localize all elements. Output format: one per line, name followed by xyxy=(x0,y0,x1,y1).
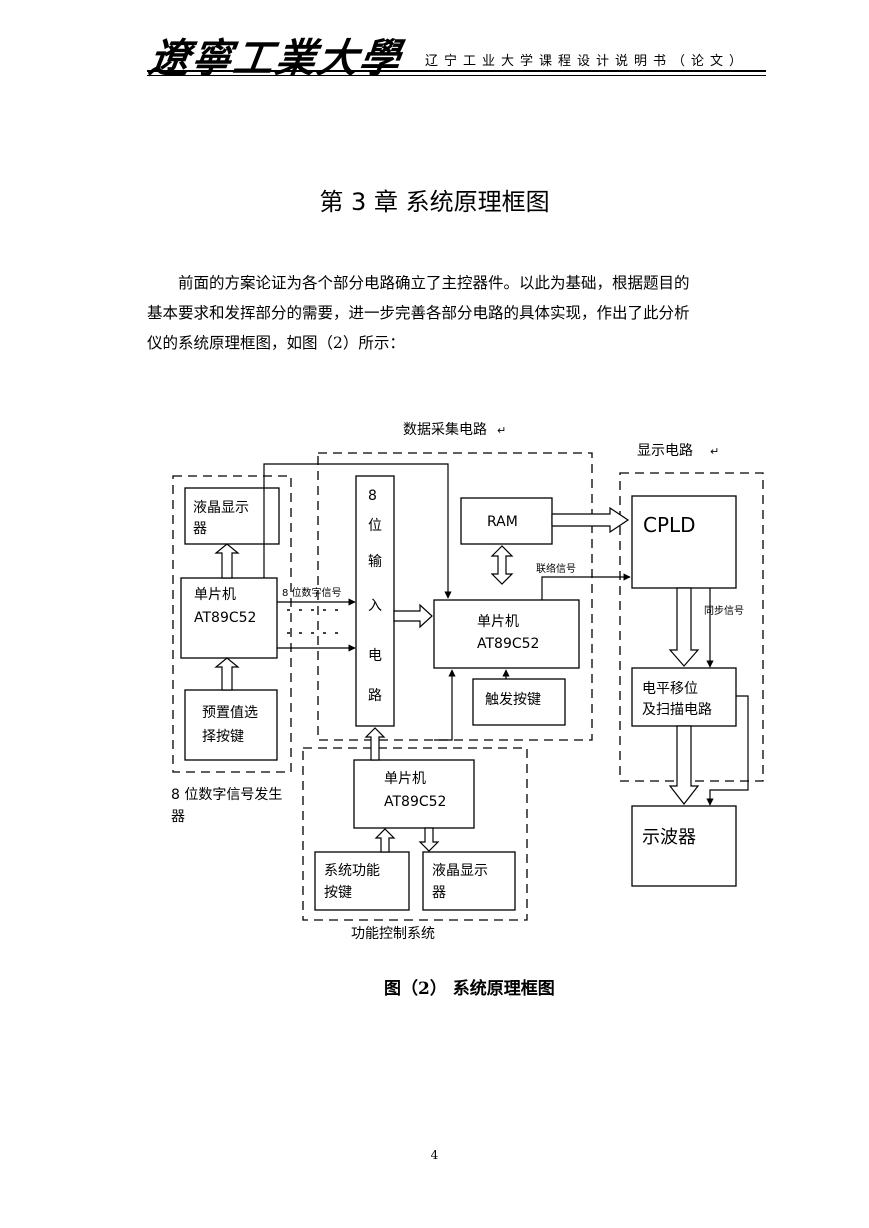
header-rule-thin xyxy=(147,75,766,76)
region-borders xyxy=(172,452,764,921)
para-mark: ↵ xyxy=(497,424,506,437)
text-lcd-bottom-2: 器 xyxy=(432,885,446,901)
block-func-keys xyxy=(314,851,410,911)
wide-arrows xyxy=(214,506,700,853)
block-trigger-key xyxy=(472,678,566,726)
blocks xyxy=(180,475,737,911)
body-line-2: 基本要求和发挥部分的需要，进一步完善各部分电路的具体实现，作出了此分析 xyxy=(147,304,690,322)
text-mcu-left-2: AT89C52 xyxy=(194,610,256,626)
bus-dots xyxy=(287,609,347,634)
input-char-3: 输 xyxy=(368,554,382,570)
block-input-circuit xyxy=(355,475,395,727)
input-char-4: 入 xyxy=(368,598,382,614)
label-sync-signal: 同步信号 xyxy=(704,605,744,617)
text-level-shift-2: 及扫描电路 xyxy=(642,702,712,718)
input-char-1: 8 xyxy=(368,488,377,504)
text-lcd-top-1: 液晶显示 xyxy=(193,500,249,516)
block-cpld xyxy=(631,495,737,589)
page-number: 4 xyxy=(430,1148,439,1162)
label-generator-2: 器 xyxy=(171,809,185,825)
body-line-3: 仪的系统原理框图，如图（2）所示： xyxy=(147,334,405,352)
header-rule-thick xyxy=(147,70,766,72)
label-link-signal: 联络信号 xyxy=(536,562,576,575)
block-oscilloscope xyxy=(631,805,737,887)
region-data-acq xyxy=(317,452,593,741)
label-display: 显示电路 xyxy=(637,443,693,459)
block-preset-keys xyxy=(184,689,278,761)
figure-caption: 图（2） 系统原理框图 xyxy=(384,979,555,999)
text-mcu-left-1: 单片机 xyxy=(194,587,236,603)
block-mcu-mid xyxy=(433,599,580,669)
label-control: 功能控制系统 xyxy=(351,926,435,942)
text-oscilloscope: 示波器 xyxy=(642,827,696,848)
text-func-keys-2: 按键 xyxy=(324,885,352,901)
region-generator xyxy=(172,475,292,773)
text-lcd-top-2: 器 xyxy=(193,521,207,537)
label-digital-8bit: 8 位数字信号 xyxy=(282,586,342,599)
text-preset-1: 预置值选 xyxy=(202,705,258,721)
text-mcu-bottom-1: 单片机 xyxy=(384,771,426,787)
text-mcu-mid-2: AT89C52 xyxy=(477,636,539,652)
label-generator-1: 8 位数字信号发生 xyxy=(171,787,282,803)
input-char-6: 路 xyxy=(368,688,382,704)
label-data-acq: 数据采集电路 xyxy=(403,421,487,438)
diagram-text: 数据采集电路 ↵ 显示电路 ↵ 液晶显示 器 单片机 AT89C52 预置值选 … xyxy=(171,421,744,942)
body-line-1: 前面的方案论证为各个部分电路确立了主控器件。以此为基础，根据题目的 xyxy=(178,274,690,292)
block-lcd-bottom xyxy=(422,851,516,911)
text-preset-2: 择按键 xyxy=(202,729,244,745)
block-lcd-top xyxy=(184,487,280,545)
text-ram: RAM xyxy=(487,514,518,530)
body-paragraph: 前面的方案论证为各个部分电路确立了主控器件。以此为基础，根据题目的 基本要求和发… xyxy=(147,268,767,358)
header-title: 辽宁工业大学课程设计说明书（论文） xyxy=(425,54,749,69)
text-cpld: CPLD xyxy=(643,513,696,537)
para-mark: ↵ xyxy=(710,445,719,458)
input-char-2: 位 xyxy=(368,518,382,534)
region-control xyxy=(302,747,528,921)
text-mcu-mid-1: 单片机 xyxy=(477,614,519,630)
text-trigger-key: 触发按键 xyxy=(485,692,541,708)
chapter-title: 第 3 章 系统原理框图 xyxy=(319,188,550,216)
text-lcd-bottom-1: 液晶显示 xyxy=(432,863,488,879)
block-mcu-bottom xyxy=(353,759,475,829)
text-level-shift-1: 电平移位 xyxy=(642,681,698,697)
signal-lines xyxy=(263,463,749,806)
block-level-shift xyxy=(631,667,737,727)
text-func-keys-1: 系统功能 xyxy=(324,863,380,879)
block-mcu-left xyxy=(180,577,278,659)
input-char-5: 电 xyxy=(368,648,382,664)
text-mcu-bottom-2: AT89C52 xyxy=(384,794,446,810)
